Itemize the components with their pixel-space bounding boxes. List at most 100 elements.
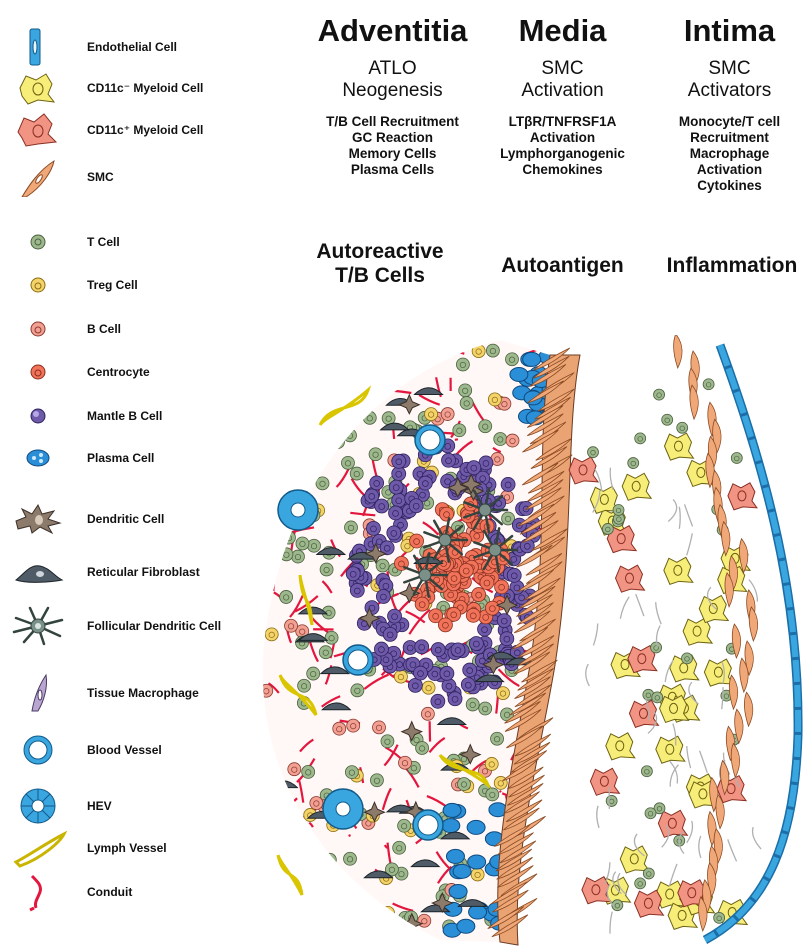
- cd11c-negative-myeloid-cell: [606, 733, 635, 760]
- cd11c-positive-myeloid-cell: [629, 700, 658, 727]
- cd11c-positive-myeloid-cell: [728, 483, 757, 510]
- t-cell: [363, 411, 376, 424]
- t-cell: [274, 362, 287, 375]
- hev-icon: [8, 786, 68, 826]
- lymph-vessel: [320, 390, 368, 425]
- t-cell: [331, 436, 344, 449]
- t-cell: [370, 774, 383, 787]
- t-cell-nucleus: [278, 832, 283, 837]
- t-cell-nucleus: [303, 931, 308, 936]
- t-cell-nucleus: [307, 421, 312, 426]
- conduit-segment: [299, 353, 311, 371]
- conduit-segment: [266, 509, 272, 531]
- intima-subtitle: SMC Activators: [652, 58, 807, 102]
- conduit-segment: [328, 862, 329, 875]
- t-cell: [337, 379, 350, 392]
- legend-item: Conduit: [0, 872, 260, 912]
- legend-item: Treg Cell: [0, 265, 260, 305]
- centrocyte: [415, 597, 429, 611]
- lymph-vessel: [278, 855, 302, 895]
- t-cell: [298, 679, 311, 692]
- media-outcome: Autoantigen: [480, 254, 645, 278]
- intima-title: Intima: [652, 14, 807, 48]
- legend-label: Tissue Macrophage: [87, 686, 199, 700]
- t-cell: [491, 732, 504, 745]
- mantle-b-cell: [365, 601, 379, 615]
- tissue-macrophage-icon: [8, 673, 68, 713]
- conduit-segment: [349, 835, 351, 836]
- legend-label: T Cell: [87, 235, 120, 249]
- b-cell: [262, 444, 275, 457]
- treg-cell: [266, 361, 279, 374]
- t-cell: [606, 795, 617, 806]
- elastic-fibre: [586, 664, 590, 686]
- t-cell: [376, 559, 389, 572]
- dendritic-cell-icon: [8, 499, 68, 539]
- t-cell-nucleus: [337, 387, 342, 392]
- intima-column: Intima SMC Activators Monocyte/T cell Re…: [652, 14, 807, 194]
- treg-cell: [267, 835, 280, 848]
- cd11c-negative-myeloid-cell: [699, 596, 728, 623]
- treg-cell: [496, 687, 509, 700]
- t-cell-icon: [8, 222, 68, 262]
- hev-lumen: [336, 802, 350, 816]
- t-cell: [343, 429, 356, 442]
- t-cell: [381, 735, 394, 748]
- treg-cell: [471, 868, 484, 881]
- mantle-b-cell: [388, 609, 402, 623]
- legend-label: B Cell: [87, 322, 121, 336]
- t-cell-nucleus: [318, 929, 323, 934]
- t-cell: [645, 808, 656, 819]
- intima-details: Monocyte/T cell Recruitment Macrophage A…: [652, 114, 807, 194]
- t-cell: [274, 827, 287, 840]
- t-cell: [298, 413, 311, 426]
- b-cell: [310, 797, 323, 810]
- legend-label: Follicular Dendritic Cell: [87, 619, 221, 633]
- t-cell-nucleus: [299, 866, 304, 871]
- elastic-fibre: [685, 504, 693, 526]
- legend-item: Tissue Macrophage: [0, 673, 260, 713]
- elastic-fibre: [656, 602, 662, 624]
- t-cell: [398, 819, 411, 832]
- legend-item: Endothelial Cell: [0, 27, 260, 67]
- t-cell: [486, 788, 499, 801]
- b-cell-nucleus: [309, 898, 314, 903]
- smc: [749, 607, 757, 641]
- t-cell: [291, 550, 304, 563]
- t-cell: [457, 778, 470, 791]
- mantle-b-cell: [501, 477, 515, 491]
- treg-cell-nucleus: [378, 359, 383, 364]
- conduit-segment: [412, 352, 421, 359]
- legend-label: Endothelial Cell: [87, 40, 177, 54]
- elastic-fibre: [753, 827, 762, 849]
- mantle-b-cell: [519, 501, 533, 515]
- treg-cell: [378, 921, 391, 934]
- elastic-fibre: [700, 751, 708, 773]
- cd11c-negative-myeloid-cell: [660, 695, 689, 722]
- mantle-b-cell: [409, 499, 423, 513]
- legend-label: Conduit: [87, 885, 132, 899]
- plasma-cell: [449, 884, 467, 898]
- mantle-b-cell: [431, 643, 445, 657]
- cd11c-negative-myeloid-cell: [622, 473, 651, 500]
- t-cell: [265, 547, 278, 560]
- t-cell-nucleus: [321, 883, 326, 888]
- legend-label: Plasma Cell: [87, 451, 154, 465]
- t-cell-nucleus: [370, 387, 375, 392]
- legend-item: Plasma Cell: [0, 438, 260, 478]
- t-cell: [296, 537, 309, 550]
- t-cell-nucleus: [278, 366, 283, 371]
- t-cell-nucleus: [327, 858, 332, 863]
- legend-label: Dendritic Cell: [87, 512, 164, 526]
- legend-item: Lymph Vessel: [0, 828, 260, 868]
- t-cell: [453, 424, 466, 437]
- t-cell: [282, 531, 295, 544]
- elastic-fibre: [597, 806, 599, 828]
- dendritic-cell: [321, 899, 341, 918]
- centrocyte: [495, 580, 509, 594]
- b-cell: [304, 444, 317, 457]
- b-cell-nucleus: [266, 449, 271, 454]
- treg-cell-nucleus: [270, 366, 275, 371]
- conduit-segment: [321, 920, 345, 944]
- mantle-b-cell: [392, 493, 406, 507]
